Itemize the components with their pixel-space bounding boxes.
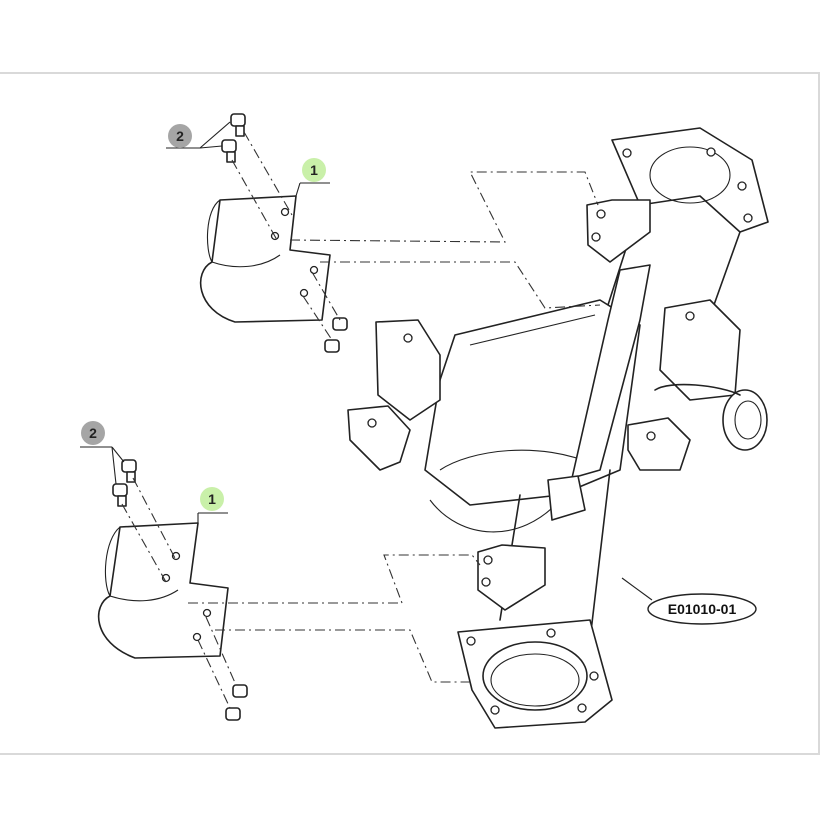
- callout-2-badge: [168, 124, 192, 148]
- callout-1-lower: 1: [197, 487, 228, 523]
- reference-label: E01010-01: [621, 577, 757, 625]
- callout-2-badge: [81, 421, 105, 445]
- callout-2-lower: 2: [80, 421, 125, 485]
- bolts-upper-bottom: [324, 317, 348, 353]
- callout-1-upper: 1: [295, 158, 330, 197]
- diagram-frame: [0, 72, 820, 755]
- reference-code: E01010-01: [668, 601, 737, 617]
- callout-2-upper: 2: [166, 121, 231, 149]
- bracket-upper: [199, 195, 331, 323]
- bolts-lower-bottom: [225, 684, 248, 721]
- callout-1-label: 1: [208, 491, 216, 507]
- callout-2-label: 2: [176, 128, 184, 144]
- callout-1-badge: [302, 158, 326, 182]
- assembly-lines: [121, 131, 601, 709]
- callout-2-label: 2: [89, 425, 97, 441]
- bolts-upper-top: [221, 113, 246, 163]
- callout-1-badge: [200, 487, 224, 511]
- callout-1-label: 1: [310, 162, 318, 178]
- axle-housing: [347, 127, 769, 729]
- bracket-lower: [97, 522, 229, 659]
- bolts-lower-top: [112, 459, 137, 507]
